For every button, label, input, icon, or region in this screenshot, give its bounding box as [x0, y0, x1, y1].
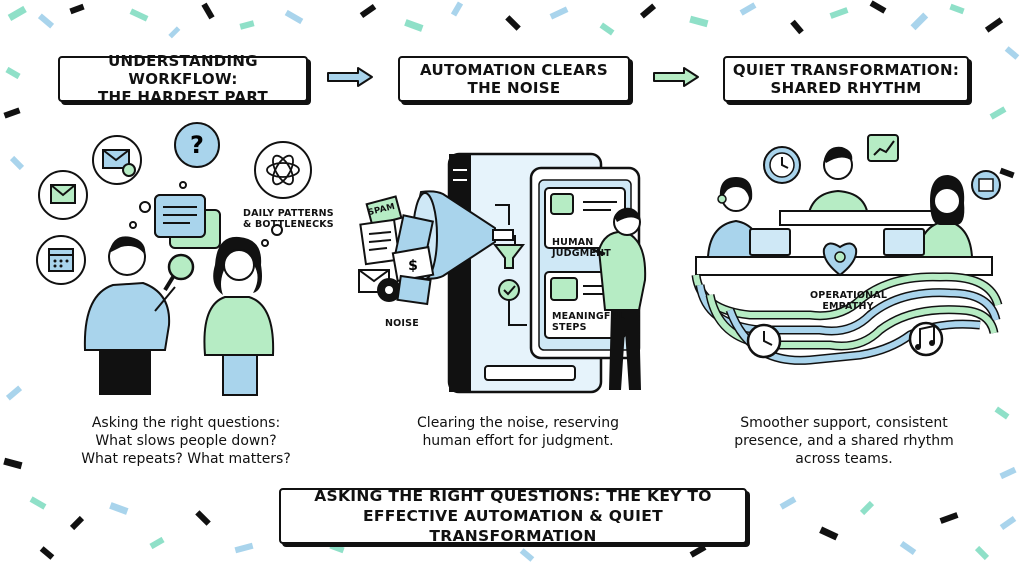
question-bubble-icon: ? [174, 122, 220, 168]
human-judgment-label: HUMAN JUDGMENT [552, 237, 611, 259]
operational-empathy-label: OPERATIONAL EMPATHY [810, 290, 888, 312]
clock-icon [746, 323, 782, 359]
shared-rhythm-ribbons [691, 272, 1003, 365]
magnifier-icon [163, 253, 195, 292]
support-agent-figure [706, 177, 791, 258]
meaningful-steps-label: MEANINGFUL STEPS [552, 311, 625, 333]
laptop-icon [883, 228, 925, 256]
filter-icon [492, 244, 526, 269]
footer-text: ASKING THE RIGHT QUESTIONS: THE KEY TO E… [314, 487, 712, 545]
svg-text:$: $ [408, 258, 418, 274]
calendar-bubble-icon [36, 235, 86, 285]
noise-label: NOISE [385, 318, 419, 329]
man-figure [83, 236, 176, 395]
handshake-icon [550, 277, 578, 301]
svg-text:?: ? [190, 131, 204, 159]
music-note-icon [908, 321, 944, 357]
panel-2-caption: Clearing the noise, reserving human effo… [417, 415, 619, 449]
footer-banner: ASKING THE RIGHT QUESTIONS: THE KEY TO E… [279, 487, 747, 545]
clock-bubble-icon [763, 146, 801, 184]
step-3-title: QUIET TRANSFORMATION: SHARED RHYTHM [732, 61, 960, 97]
brain-icon [550, 193, 574, 215]
panel-1-caption: Asking the right questions: What slows p… [81, 415, 291, 467]
laptop-icon [749, 228, 791, 256]
panel-workflow-illustration: ? [36, 122, 312, 396]
panel-automation-illustration: $ [358, 152, 647, 394]
arrow-right-icon [327, 67, 373, 87]
arrow-right-icon [653, 67, 699, 87]
panel-3-caption: Smoother support, consistent presence, a… [734, 415, 954, 467]
heart-gear-icon [822, 242, 858, 277]
email-bubble-icon [38, 170, 88, 220]
noise-items: $ [358, 195, 435, 306]
check-icon [498, 279, 520, 301]
team-member-figure [883, 175, 974, 258]
package-bubble-icon [971, 170, 1001, 200]
step-1-title: UNDERSTANDING WORKFLOW: THE HARDEST PART [97, 52, 269, 106]
woman-figure [203, 236, 275, 396]
step-2-title-box: AUTOMATION CLEARS THE NOISE [398, 56, 630, 102]
chat-document-icon [154, 194, 221, 249]
mail-plus-bubble-icon [92, 135, 142, 185]
step-2-title: AUTOMATION CLEARS THE NOISE [420, 61, 608, 97]
panel-transformation-illustration [691, 134, 1003, 365]
step-1-title-box: UNDERSTANDING WORKFLOW: THE HARDEST PART [58, 52, 308, 106]
growth-chart-icon [867, 134, 899, 162]
patterns-bubble-icon [254, 141, 312, 199]
person-pointing-figure [592, 207, 647, 390]
patterns-bottlenecks-label: DAILY PATTERNS & BOTTLENECKS [243, 208, 334, 230]
step-3-title-box: QUIET TRANSFORMATION: SHARED RHYTHM [723, 56, 969, 102]
